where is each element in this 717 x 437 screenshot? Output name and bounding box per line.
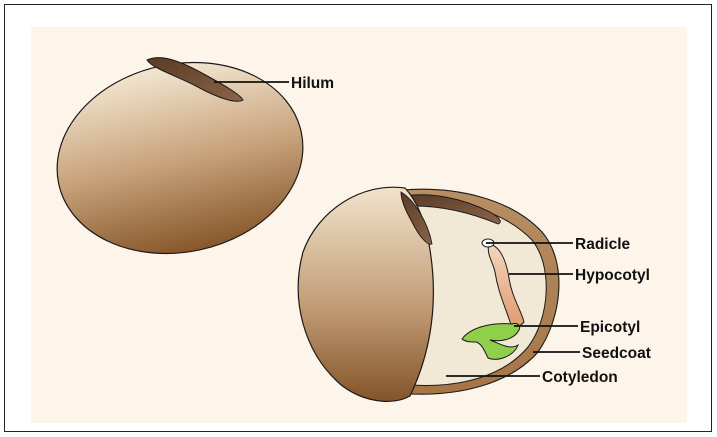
cutaway-seed <box>298 187 559 401</box>
cotyledon-label: Cotyledon <box>542 369 618 386</box>
hypocotyl-label: Hypocotyl <box>575 267 650 284</box>
hilum-label: Hilum <box>291 75 334 92</box>
radicle-label: Radicle <box>575 236 631 253</box>
seedcoat-label: Seedcoat <box>582 345 651 362</box>
whole-seed <box>39 40 321 275</box>
epicotyl-label: Epicotyl <box>580 319 640 336</box>
